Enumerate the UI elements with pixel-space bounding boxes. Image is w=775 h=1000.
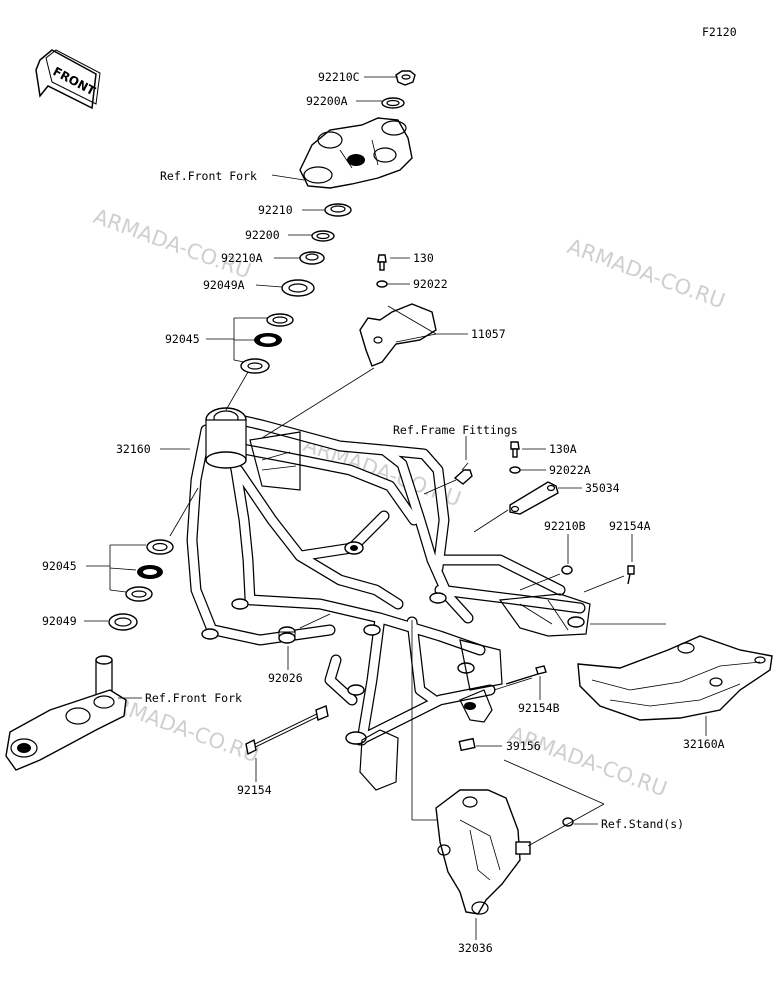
- seal-92049a: [281, 279, 315, 297]
- rear-subframe-32160a: [577, 635, 773, 721]
- bearing-race-top-1: [266, 313, 294, 327]
- label-92045-top: 92045: [165, 332, 200, 346]
- label-92210: 92210: [258, 203, 293, 217]
- label-32160a: 32160A: [683, 737, 725, 751]
- label-ref-front-fork-bottom: Ref.Front Fork: [145, 691, 242, 705]
- stem-nut-92210c: [395, 70, 416, 86]
- label-92049: 92049: [42, 614, 77, 628]
- label-39156: 39156: [506, 739, 541, 753]
- label-39156: [458, 737, 476, 752]
- label-130a: 130A: [549, 442, 577, 456]
- label-32036: 32036: [458, 941, 493, 955]
- label-92200: 92200: [245, 228, 280, 242]
- label-92154: 92154: [237, 783, 272, 797]
- bracket-assembly-11057: [359, 254, 437, 367]
- label-92026: 92026: [268, 671, 303, 685]
- label-ref-frame-fittings: Ref.Frame Fittings: [393, 423, 518, 437]
- stand-collar: [562, 817, 574, 827]
- label-35034: 35034: [585, 481, 620, 495]
- long-bolt-92154: [245, 705, 329, 756]
- label-130: 130: [413, 251, 434, 265]
- watermark-5: ARMADA-CO.RU: [506, 722, 670, 801]
- small-fasteners-right: [561, 565, 635, 585]
- label-92022: 92022: [413, 277, 448, 291]
- label-92045-bottom: 92045: [42, 559, 77, 573]
- label-92210a: 92210A: [221, 251, 263, 265]
- frame-fittings-bolt: [453, 462, 473, 485]
- lower-bearings: [108, 539, 174, 631]
- front-arrow-icon: FRONT: [35, 49, 101, 110]
- bearing-race-bottom-2: [125, 586, 153, 602]
- label-ref-front-fork-top: Ref.Front Fork: [160, 169, 257, 183]
- label-92154b: 92154B: [518, 701, 560, 715]
- bracket-32036: [435, 789, 531, 915]
- link-35034: [509, 481, 559, 515]
- main-frame-32160: [186, 407, 591, 791]
- seal-92049: [108, 613, 138, 631]
- label-32160: 32160: [116, 442, 151, 456]
- bracket-11057: [359, 303, 437, 367]
- steering-stem-parts: [240, 70, 416, 374]
- collar-92026: [278, 626, 296, 644]
- bolt-92154b: [505, 665, 547, 685]
- washer-92200a: [381, 97, 405, 109]
- figure-code: F2120: [702, 25, 737, 39]
- bolt-92154a: [627, 565, 635, 585]
- label-92049a: 92049A: [203, 278, 245, 292]
- link-assembly-35034: [509, 441, 559, 515]
- nut-92210b: [561, 565, 573, 575]
- leader-lines: [84, 76, 707, 940]
- bearing-race-bottom-1: [146, 539, 174, 555]
- label-92200a: 92200A: [306, 94, 348, 108]
- label-92154a: 92154A: [609, 519, 651, 533]
- label-92022a: 92022A: [549, 463, 591, 477]
- label-92210c: 92210C: [318, 70, 360, 84]
- watermark-2: ARMADA-CO.RU: [564, 234, 728, 313]
- washer-92200: [311, 230, 335, 242]
- label-92210b: 92210B: [544, 519, 586, 533]
- label-ref-stands: Ref.Stand(s): [601, 817, 684, 831]
- label-11057: 11057: [471, 327, 506, 341]
- lower-triple-clamp: [5, 655, 127, 771]
- watermark-1: ARMADA-CO.RU: [90, 204, 254, 283]
- callout-labels: 92210C 92200A Ref.Front Fork 92210 92200…: [42, 70, 725, 955]
- upper-triple-clamp: [299, 117, 413, 189]
- bearing-race-top-2: [240, 358, 270, 374]
